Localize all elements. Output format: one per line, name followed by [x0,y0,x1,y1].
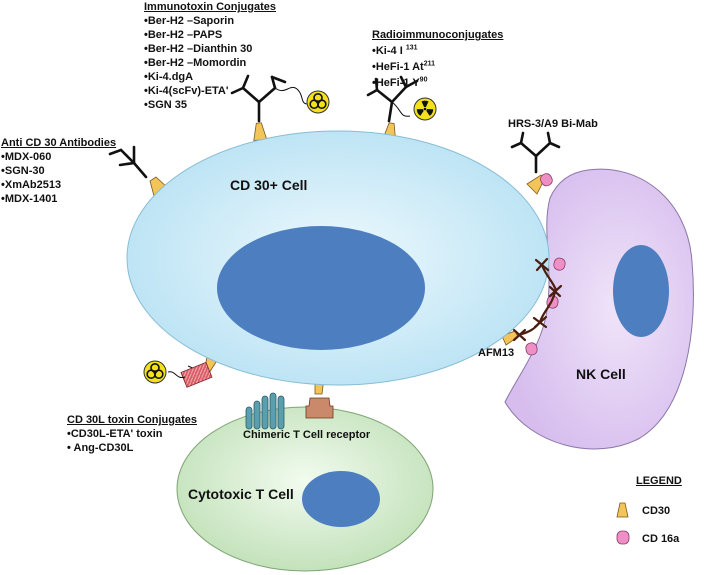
list-item: •MDX-1401 [1,193,58,205]
t-cell-title: Cytotoxic T Cell [188,486,294,502]
biohazard-icon [306,90,330,114]
radio-linker [391,101,411,117]
bispecific-antibody-icon [510,131,561,174]
cd30l-toxin-conjugate [167,361,213,388]
bimab-label: HRS-3/A9 Bi-Mab [508,118,598,130]
legend-cd30-symbol [616,502,629,518]
list-item: •Ki-4.dgA [144,71,194,83]
list-item: •Ki-4 I 131 [372,44,418,57]
list-item: • Ang-CD30L [67,442,134,454]
radio-antibody-icon [366,75,419,123]
list-item: •CD30L-ETA' toxin [67,428,163,440]
list-item: •Ber-H2 –Saporin [144,15,235,27]
immunotoxin-block: Immunotoxin Conjugates •Ber-H2 –Saporin … [144,0,276,112]
antibodies-heading: Anti CD 30 Antibodies [1,137,117,149]
cd16a-receptors [525,173,566,356]
toxin-linker [274,86,309,105]
chimeric-t-cell-receptor [245,392,334,430]
list-item: •Ber-H2 –Momordin [144,57,247,69]
antibodies-block: Anti CD 30 Antibodies •MDX-060 •SGN-30 •… [1,136,116,206]
legend-item-cd30: CD30 [642,505,671,517]
list-item: •XmAb2513 [1,179,62,191]
radio-block: Radioimmunoconjugates •Ki-4 I 131 •HeFi-… [372,27,503,91]
afm13-diabody-icon [512,257,563,342]
list-item: •SGN 35 [144,99,187,111]
t-cell-nucleus [302,471,380,527]
list-item: •HeFi-1 At211 [372,60,436,73]
immunotoxin-heading: Immunotoxin Conjugates [144,1,276,13]
nk-cell [504,168,694,450]
list-item: •Ber-H2 –Dianthin 30 [144,43,253,55]
legend-cd16a-symbol [616,530,630,545]
afm13-label: AFM13 [478,347,515,359]
biohazard-icon [143,360,167,384]
cd30-cell-title: CD 30+ Cell [230,177,308,193]
radio-list: •Ki-4 I 131 •HeFi-1 At211 •HeFi-1 Y90 [372,43,503,91]
list-item: •SGN-30 [1,165,45,177]
cd30l-heading: CD 30L toxin Conjugates [67,414,197,426]
nk-nucleus [613,245,669,337]
cd30l-list: •CD30L-ETA' toxin • Ang-CD30L [67,427,197,455]
cd30-cell-nucleus [217,226,425,350]
antibody-icon [108,145,148,179]
list-item: •Ber-H2 –PAPS [144,29,223,41]
car-label: Chimeric T Cell receptor [243,429,371,441]
list-item: •HeFi-1 Y90 [372,76,428,89]
radiation-icon [413,97,437,121]
radio-heading: Radioimmunoconjugates [372,29,504,41]
nk-cell-title: NK Cell [576,366,626,382]
antibodies-list: •MDX-060 •SGN-30 •XmAb2513 •MDX-1401 [1,150,116,206]
immunotoxin-antibody-icon [230,74,287,123]
immunotoxin-list: •Ber-H2 –Saporin •Ber-H2 –PAPS •Ber-H2 –… [144,14,276,112]
cd30l-block: CD 30L toxin Conjugates •CD30L-ETA' toxi… [67,413,197,455]
legend-item-cd16a: CD 16a [642,533,680,545]
list-item: •Ki-4(scFv)-ETA' [144,85,229,97]
legend-heading: LEGEND [636,475,682,487]
list-item: •MDX-060 [1,151,52,163]
